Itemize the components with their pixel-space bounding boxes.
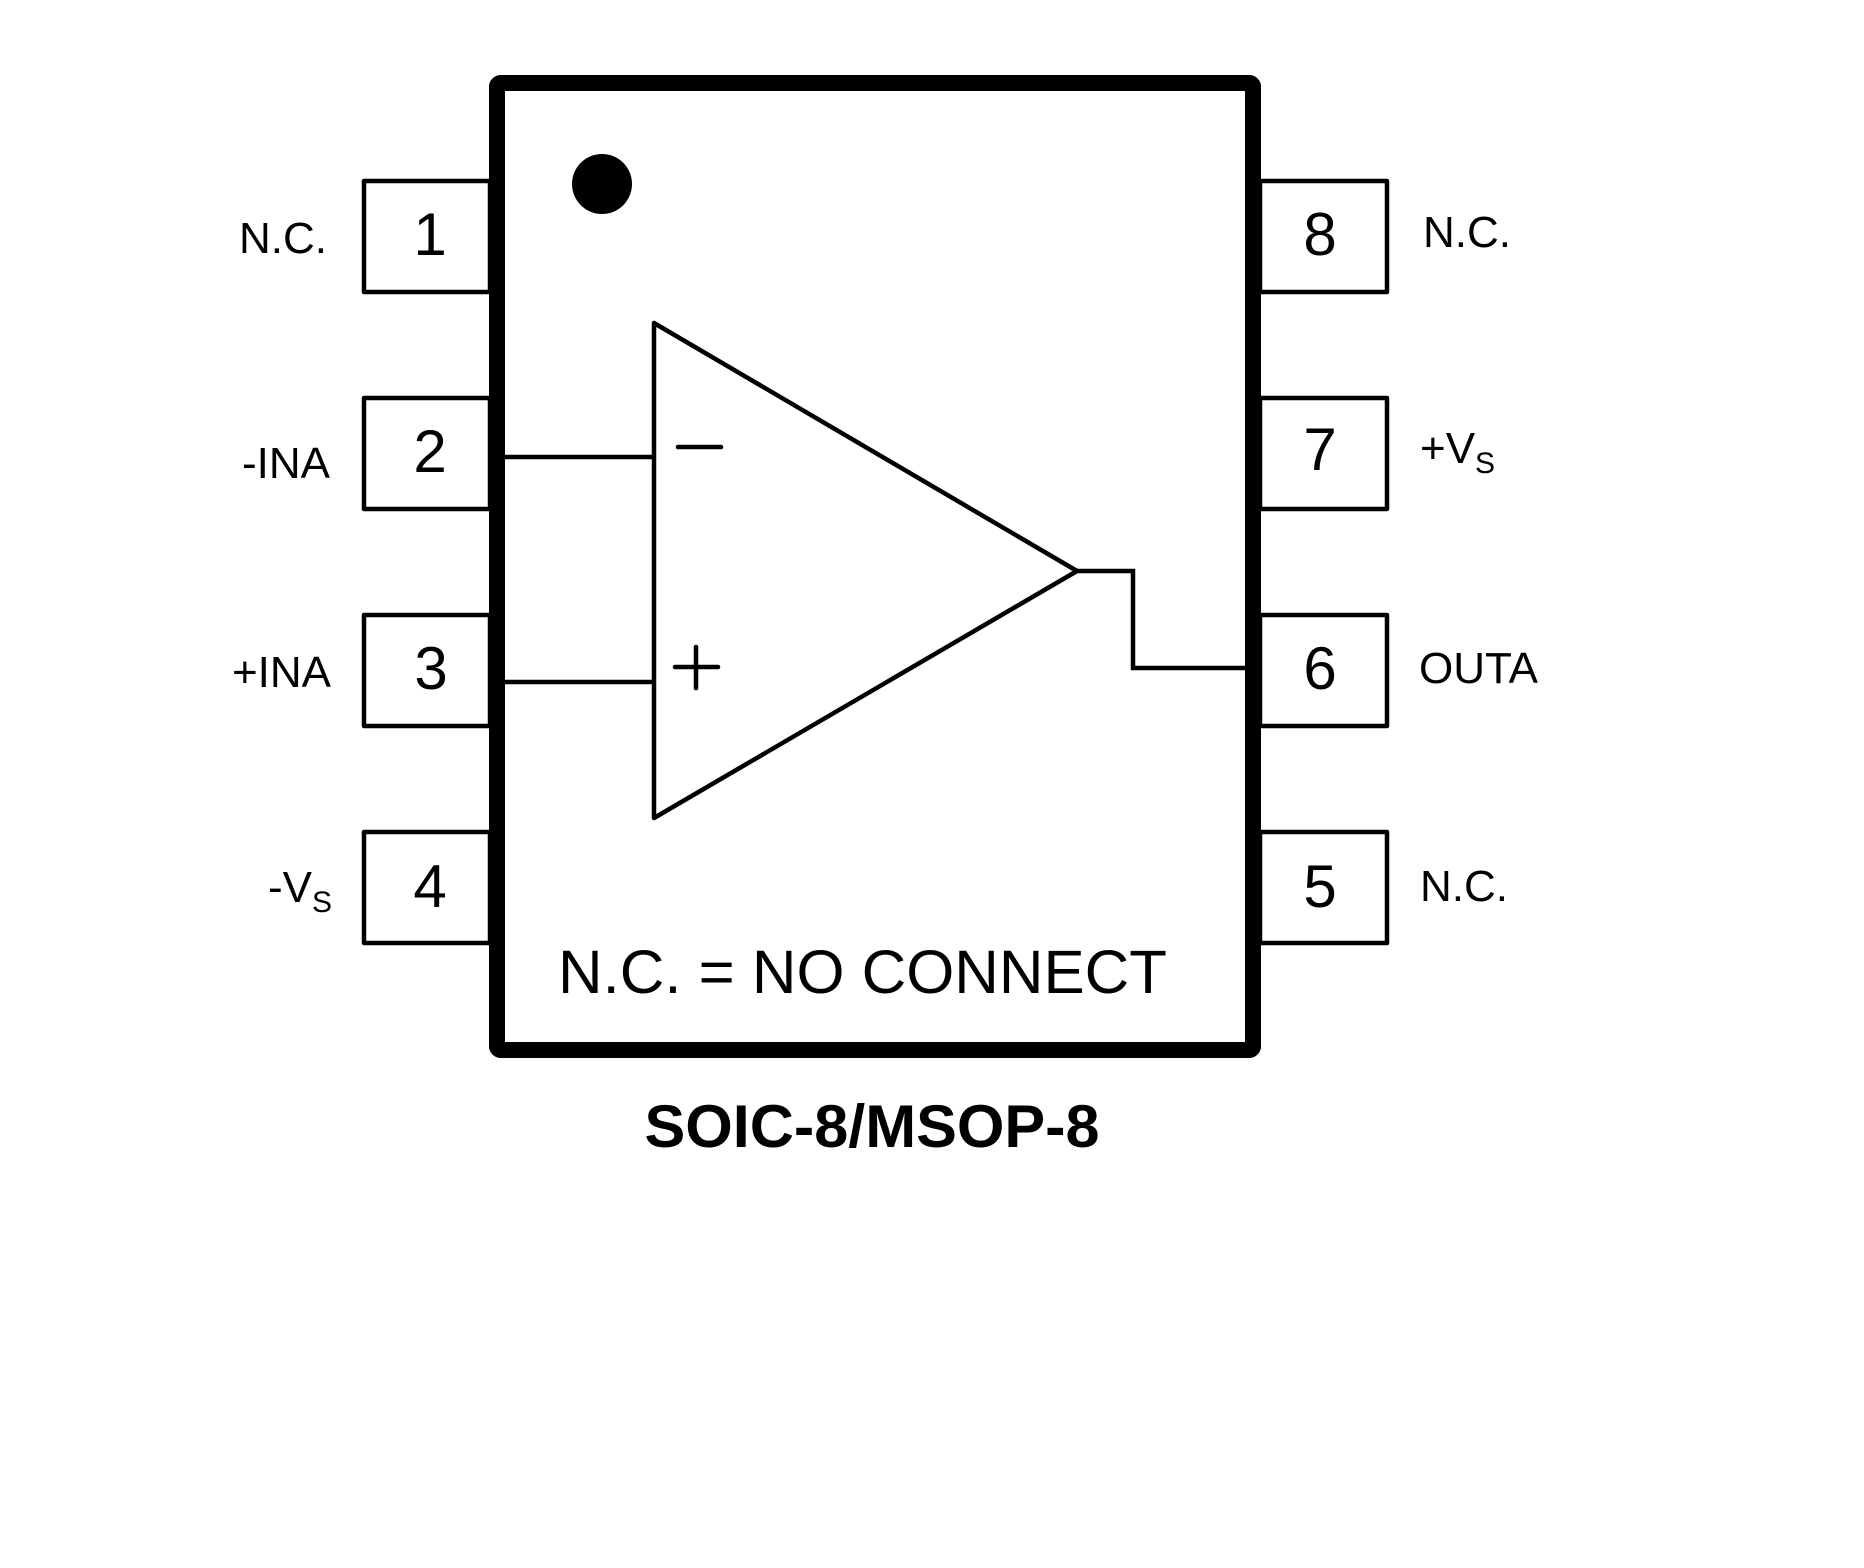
- pin-number: 8: [1303, 201, 1336, 268]
- pin-label: N.C.: [1420, 862, 1508, 911]
- pin-box: [361, 178, 493, 295]
- pin-4: 4 -VS: [268, 829, 493, 946]
- output-wire: [1077, 568, 1245, 671]
- pin-label: N.C.: [1423, 208, 1511, 257]
- pin-label-subscript: S: [312, 886, 332, 919]
- pin-3: 3 +INA: [232, 612, 493, 729]
- non-inverting-input-plus-icon: [672, 644, 721, 691]
- pin-label: +VS: [1420, 424, 1495, 480]
- pin-box: [1257, 612, 1390, 729]
- opamp-symbol: [651, 320, 1080, 821]
- pin-number: 6: [1303, 635, 1336, 702]
- pin-box: [361, 612, 493, 729]
- pin-label: -VS: [268, 863, 332, 919]
- pin-7: 7 +VS: [1257, 395, 1495, 512]
- pin-8: 8 N.C.: [1257, 178, 1511, 295]
- pin-1-indicator-dot: [572, 154, 632, 214]
- package-outline: [489, 75, 1261, 1058]
- pin-box: [1257, 178, 1390, 295]
- pin-label: +INA: [232, 648, 332, 697]
- pin-label-main: -V: [268, 863, 313, 912]
- pin-5: 5 N.C.: [1257, 829, 1508, 946]
- pin-number: 1: [413, 201, 446, 268]
- pin-label: OUTA: [1419, 644, 1539, 693]
- pin-label-main: +V: [1420, 424, 1476, 473]
- pin-number: 7: [1303, 416, 1336, 483]
- pin-box: [361, 829, 493, 946]
- pin-6: 6 OUTA: [1257, 612, 1539, 729]
- pin-box: [361, 395, 493, 512]
- no-connect-note: N.C. = NO CONNECT: [558, 938, 1167, 1006]
- pin-box: [1257, 395, 1390, 512]
- pin-number: 3: [414, 635, 447, 702]
- pin-label: N.C.: [239, 214, 327, 263]
- pin-number: 4: [413, 853, 446, 920]
- pin-2: 2 -INA: [242, 395, 493, 512]
- package-title: SOIC-8/MSOP-8: [645, 1093, 1100, 1160]
- pin-number: 2: [413, 418, 446, 485]
- pin-1: 1 N.C.: [239, 178, 493, 295]
- pin-label: -INA: [242, 439, 331, 488]
- pin-number: 5: [1303, 853, 1336, 920]
- pin-label-subscript: S: [1475, 447, 1495, 480]
